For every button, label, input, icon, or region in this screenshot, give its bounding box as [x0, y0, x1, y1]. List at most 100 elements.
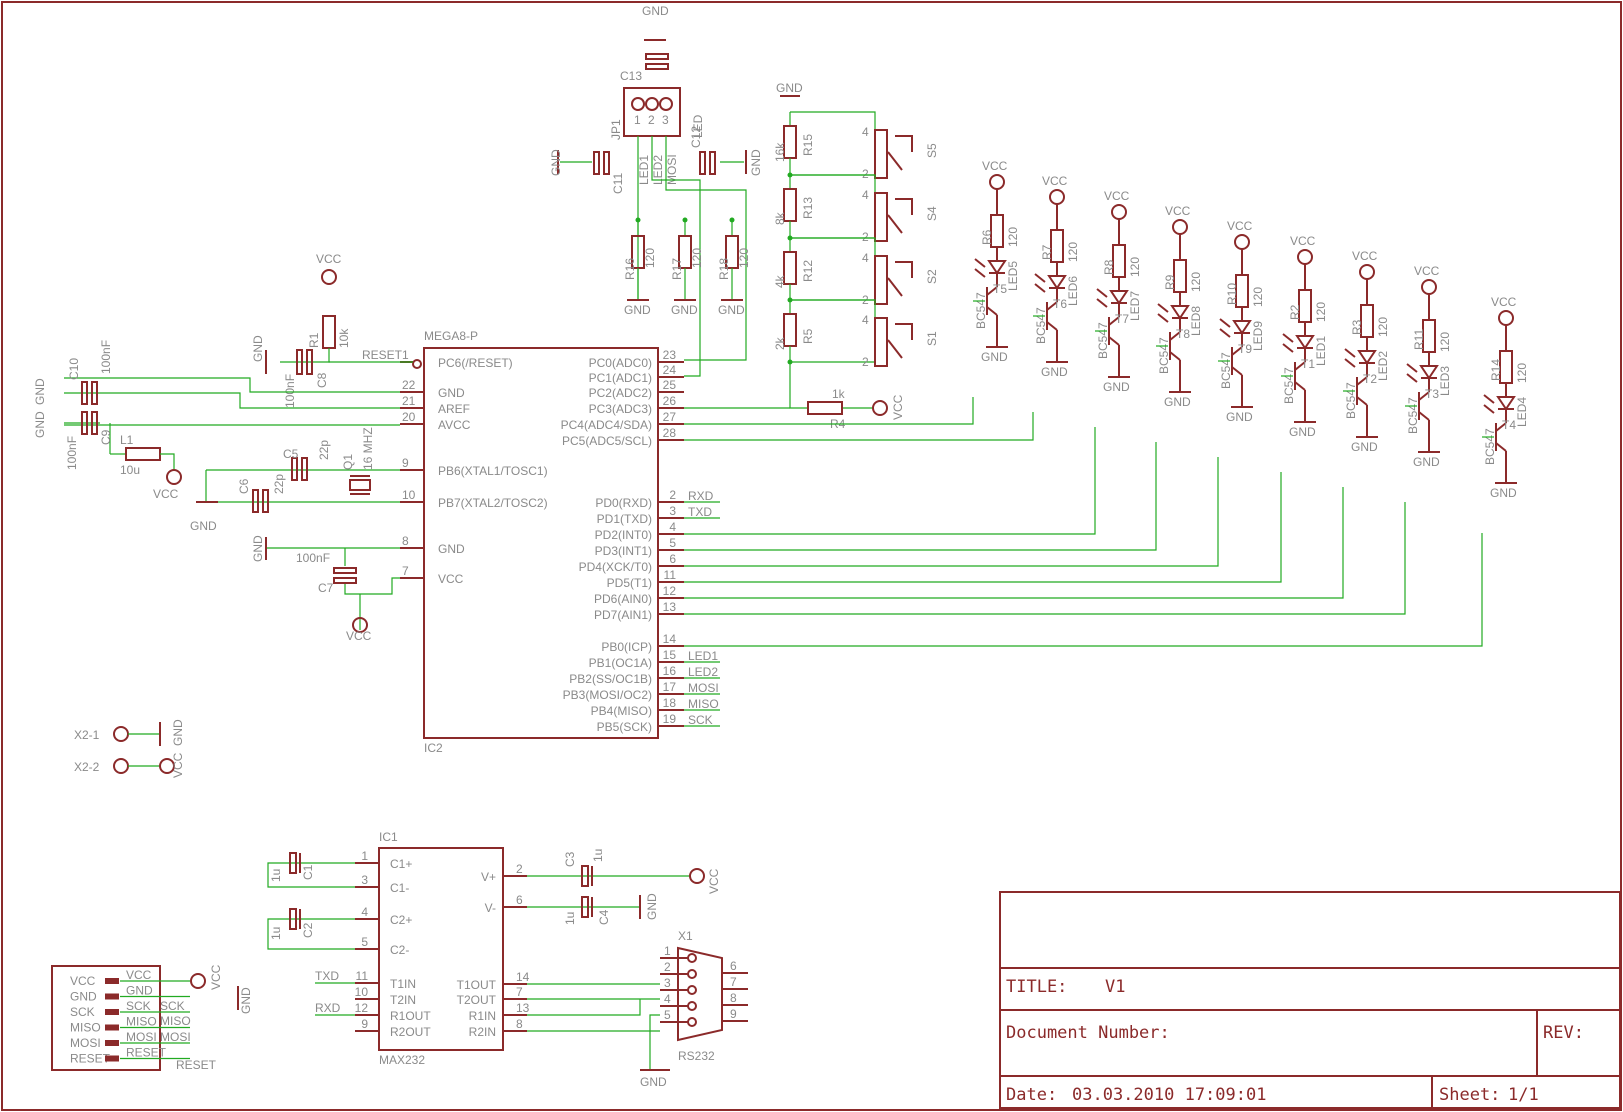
title-value: V1 [1105, 977, 1125, 997]
c10-value: 100nF [99, 340, 113, 374]
c11-ref: C11 [611, 173, 625, 194]
vcc-label: VCC [707, 868, 721, 894]
ic1-net-label: TXD [315, 969, 339, 983]
ic2-pin-name: PC4(ADC4/SDA) [561, 418, 652, 432]
ic2-pin-name: PD3(INT1) [595, 544, 652, 558]
ic2-pin-number: 11 [664, 568, 677, 582]
ic2-pin-number: 24 [663, 363, 677, 377]
driver-gnd: GND [1226, 410, 1253, 424]
jp1-gnd-left: GND [549, 149, 563, 176]
ic1-pin-number: 11 [356, 969, 369, 983]
isp-net-label: SCK [160, 999, 185, 1013]
c5-value: 22p [317, 440, 331, 460]
x2-terminal-label: X2-1 [74, 728, 100, 742]
driver-transistor-type: BC547 [1344, 382, 1358, 419]
c4-ref: C4 [597, 909, 611, 925]
isp-pin-name: GND [70, 990, 97, 1004]
jp1-pin2: 2 [648, 113, 655, 127]
document-number-label: Document Number: [1006, 1023, 1170, 1043]
c1-value: 1u [269, 869, 283, 882]
driver-transistor-ref: T6 [1053, 297, 1067, 311]
ic2-pin-name: PB2(SS/OC1B) [569, 672, 652, 686]
driver-gnd: GND [1041, 365, 1068, 379]
ic2-name: MEGA8-P [424, 329, 478, 343]
ic1-pin-name: C2+ [390, 913, 412, 927]
ic1-pin-name: R2IN [469, 1025, 496, 1039]
c2-value: 1u [269, 927, 283, 940]
ic2-pin-name: PB0(ICP) [601, 640, 652, 654]
ic2-net-label: RXD [688, 489, 714, 503]
driver-r-ref: R6 [980, 229, 994, 245]
x1-pin-number: 6 [730, 959, 737, 973]
ic2-pin-name: AVCC [438, 418, 471, 432]
driver-transistor-ref: T8 [1176, 327, 1190, 341]
ic2-pin-name: PD7(AIN1) [594, 608, 652, 622]
isp-gnd-label: GND [239, 987, 253, 1014]
reset-gnd: GND [251, 335, 265, 362]
jp1-net-led2: LED2 [651, 155, 665, 185]
ic2-pin-number: 15 [663, 648, 677, 662]
driver-r-ref: R7 [1040, 244, 1054, 260]
ladder-res-value: 16k [773, 142, 787, 162]
ic2-pin-number: 3 [669, 504, 676, 518]
ic2-net-label: MISO [688, 697, 719, 711]
ic2-pin-name: VCC [438, 572, 464, 586]
driver-vcc: VCC [1290, 234, 1316, 248]
ic2-pin-name: AREF [438, 402, 470, 416]
driver-gnd: GND [1413, 455, 1440, 469]
isp-pin-label: SCK [126, 999, 151, 1013]
ic2-pin-number: 16 [663, 664, 677, 678]
driver-transistor-ref: T3 [1425, 387, 1439, 401]
jp1-net-mosi: MOSI [665, 154, 679, 185]
ic2-pin-number: 17 [663, 680, 677, 694]
ic1-pin-name: R2OUT [390, 1025, 431, 1039]
c5-ref: C5 [283, 447, 299, 461]
jp1-gnd: GND [642, 4, 669, 18]
driver-transistor-ref: T4 [1502, 418, 1516, 432]
r1-value: 10k [337, 328, 351, 348]
power-gnd-2: GND [33, 411, 47, 438]
ic2-net-label: SCK [688, 713, 713, 727]
driver-gnd: GND [1351, 440, 1378, 454]
max232-wiring [267, 862, 690, 1032]
c4-value: 1u [563, 912, 577, 925]
x1-gnd: GND [640, 1075, 667, 1089]
ic2-pin-name: PC6(/RESET) [438, 356, 513, 370]
driver-r-value: 120 [1376, 317, 1390, 337]
driver-transistor-type: BC547 [1157, 337, 1171, 374]
max232-ic: IC1 MAX232 C1+1C1-3C2+4C2-5T1IN11T2IN10R… [315, 830, 530, 1067]
ic2-pin-number: 18 [663, 696, 677, 710]
ic2-pin-number: 27 [663, 410, 677, 424]
crystal-gnd: GND [190, 519, 217, 533]
driver-led-ref: LED6 [1066, 276, 1080, 306]
driver-transistor-ref: T1 [1301, 357, 1315, 371]
c8-ref: C8 [315, 372, 329, 388]
driver-led-ref: LED4 [1515, 397, 1529, 427]
ic2-pin-number: 5 [669, 536, 676, 550]
mega8-ic: MEGA8-P IC2 PC6(/RESET)1GND22AREF21AVCC2… [400, 329, 720, 755]
ic2-pin-number: 6 [669, 552, 676, 566]
ic2-pin-name: PD5(T1) [607, 576, 652, 590]
isp-pin-label: VCC [126, 968, 152, 982]
driver-vcc: VCC [1352, 249, 1378, 263]
driver-led-ref: LED9 [1251, 321, 1265, 351]
reset-vcc: VCC [316, 252, 342, 266]
r4-value: 1k [832, 387, 846, 401]
driver-r-value: 120 [1006, 227, 1020, 247]
ic2-pin-number: 25 [663, 378, 677, 392]
isp-net-label: RESET [176, 1058, 217, 1072]
reset-net: RESET [362, 348, 403, 362]
ic1-name: MAX232 [379, 1053, 425, 1067]
r1-ref: R1 [307, 332, 321, 348]
ic1-pin-name: V- [485, 901, 496, 915]
ic2-pin-number: 19 [663, 712, 677, 726]
c2-ref: C2 [301, 922, 315, 938]
power-filter: C10 100nF C9 100nF GND GND L1 10u VCC [33, 340, 400, 501]
gnd-label: GND [645, 893, 659, 920]
driver-r-value: 120 [1066, 242, 1080, 262]
x1-pin-number: 8 [730, 991, 737, 1005]
driver-transistor-type: BC547 [1096, 322, 1110, 359]
